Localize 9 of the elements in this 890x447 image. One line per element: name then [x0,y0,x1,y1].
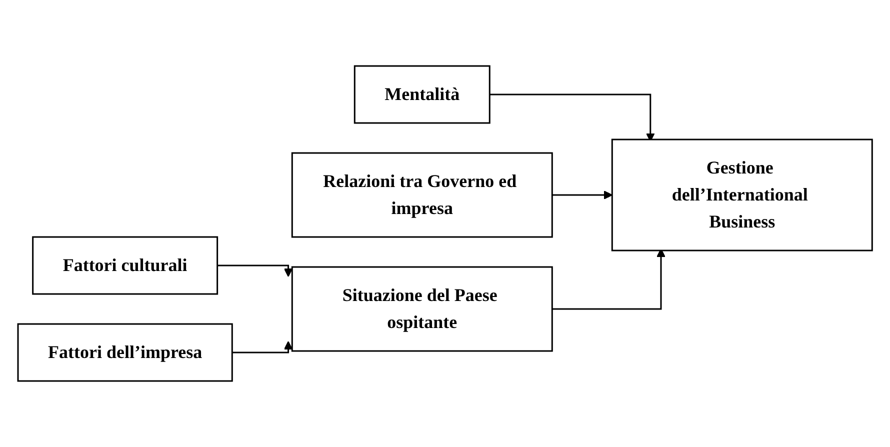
node-box: Relazioni tra Governo ed impresa [291,152,553,238]
node-box: Mentalità [354,65,490,124]
node-box: Fattori dell’impresa [17,323,233,382]
arrow [552,190,612,200]
arrow [232,341,293,354]
arrow [217,264,293,277]
node-box: Gestione dell’International Business [611,138,873,252]
node-box: Fattori culturali [32,236,218,295]
node-box: Situazione del Paese ospitante [291,266,553,352]
